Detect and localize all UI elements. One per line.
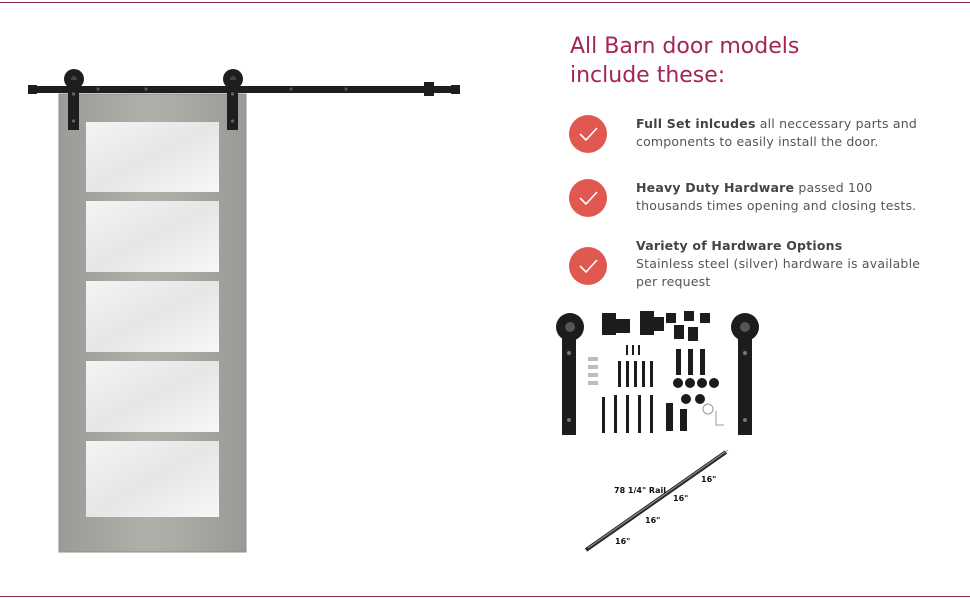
- rail-segment-label: 16": [701, 475, 716, 484]
- top-divider: [0, 2, 970, 3]
- feature-title: Full Set inlcudes: [636, 116, 756, 131]
- feature-description: Stainless steel (silver) hardware is ava…: [636, 256, 921, 289]
- feature-text: Heavy Duty Hardware passed 100 thousands…: [636, 179, 936, 215]
- rail-length-label: 78 1/4" Rail: [614, 486, 666, 495]
- checkmark-icon: [569, 115, 607, 153]
- feature-description: all neccessary parts and components to e…: [636, 116, 918, 149]
- barn-door-image: [28, 69, 460, 553]
- rail-segment-label: 16": [615, 537, 630, 546]
- section-heading: All Barn door models include these:: [570, 32, 950, 90]
- feature-text: Full Set inlcudes all neccessary parts a…: [636, 115, 936, 151]
- feature-description: passed 100 thousands times opening and c…: [636, 180, 917, 213]
- hardware-kit-image: [556, 311, 759, 435]
- rail-image: 78 1/4" Rail 16" 16" 16" 16": [584, 449, 729, 552]
- rail-segment-label: 16": [645, 516, 660, 525]
- heading-line-2: include these:: [570, 63, 726, 88]
- bottom-divider: [0, 596, 970, 597]
- feature-title: Variety of Hardware Options: [636, 238, 843, 253]
- checkmark-icon: [569, 247, 607, 285]
- heading-line-1: All Barn door models: [570, 34, 800, 59]
- feature-title: Heavy Duty Hardware: [636, 180, 795, 195]
- rail-segment-label: 16": [673, 494, 688, 503]
- checkmark-icon: [569, 179, 607, 217]
